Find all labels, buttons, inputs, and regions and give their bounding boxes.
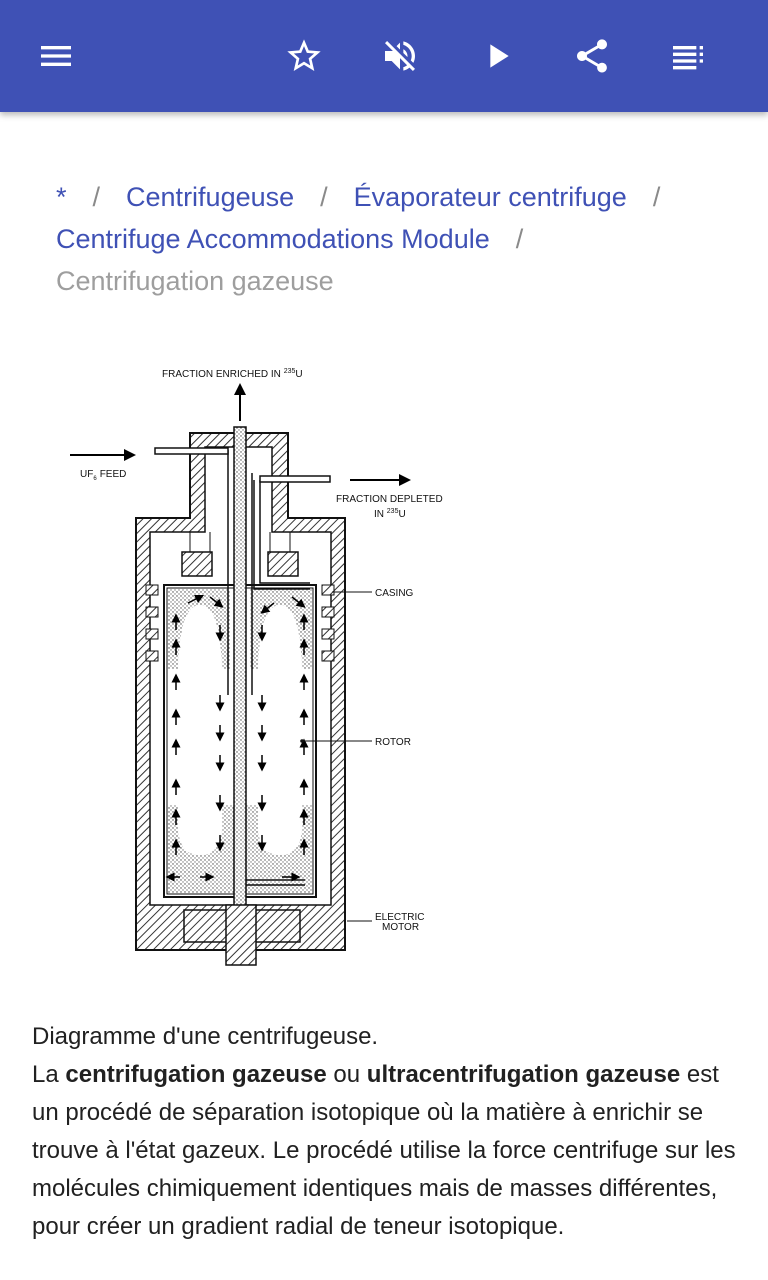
figure-caption: Diagramme d'une centrifugeuse. bbox=[32, 1023, 379, 1050]
play-button[interactable] bbox=[469, 28, 525, 84]
mute-button[interactable] bbox=[372, 28, 428, 84]
label-electric: ELECTRIC bbox=[375, 912, 424, 923]
breadcrumb-separator: / bbox=[652, 182, 661, 212]
breadcrumb-separator: / bbox=[92, 182, 101, 212]
share-button[interactable] bbox=[564, 28, 620, 84]
play-icon bbox=[490, 44, 509, 68]
breadcrumb-item-centrifugeuse[interactable]: Centrifugeuse bbox=[126, 182, 295, 212]
menu-icon bbox=[41, 46, 71, 66]
breadcrumb: * / Centrifugeuse / Évaporateur centrifuge / C… bbox=[56, 176, 736, 302]
article-paragraph: La centrifugation gazeuse ou ultracentri… bbox=[32, 1061, 736, 1240]
app-bar bbox=[0, 0, 768, 112]
volume-off-icon bbox=[385, 41, 415, 71]
label-motor: MOTOR bbox=[382, 922, 419, 933]
breadcrumb-separator: / bbox=[515, 224, 524, 254]
label-fraction-enriched: FRACTION ENRICHED IN 235U bbox=[162, 368, 303, 380]
star-outline-icon bbox=[287, 39, 321, 71]
label-fraction-depleted: FRACTION DEPLETED bbox=[336, 494, 443, 505]
breadcrumb-item-home[interactable]: * bbox=[56, 182, 67, 212]
label-rotor: ROTOR bbox=[375, 737, 411, 748]
breadcrumb-current-page: Centrifugation gazeuse bbox=[56, 266, 334, 296]
breadcrumb-item-evaporateur[interactable]: Évaporateur centrifuge bbox=[353, 182, 627, 212]
bold-term-centrifugation: centrifugation gazeuse bbox=[65, 1061, 327, 1088]
playlist-icon bbox=[673, 46, 703, 70]
bookmark-button[interactable] bbox=[276, 28, 332, 84]
bold-term-ultracentrifugation: ultracentrifugation gazeuse bbox=[366, 1061, 681, 1088]
breadcrumb-item-accommodations-module[interactable]: Centrifuge Accommodations Module bbox=[56, 224, 490, 254]
label-casing: CASING bbox=[375, 588, 414, 599]
contents-button[interactable] bbox=[660, 28, 716, 84]
menu-button[interactable] bbox=[28, 28, 84, 84]
breadcrumb-separator: / bbox=[320, 182, 328, 212]
label-depleted-isotope: IN 235U bbox=[374, 508, 406, 520]
share-icon bbox=[577, 39, 607, 73]
